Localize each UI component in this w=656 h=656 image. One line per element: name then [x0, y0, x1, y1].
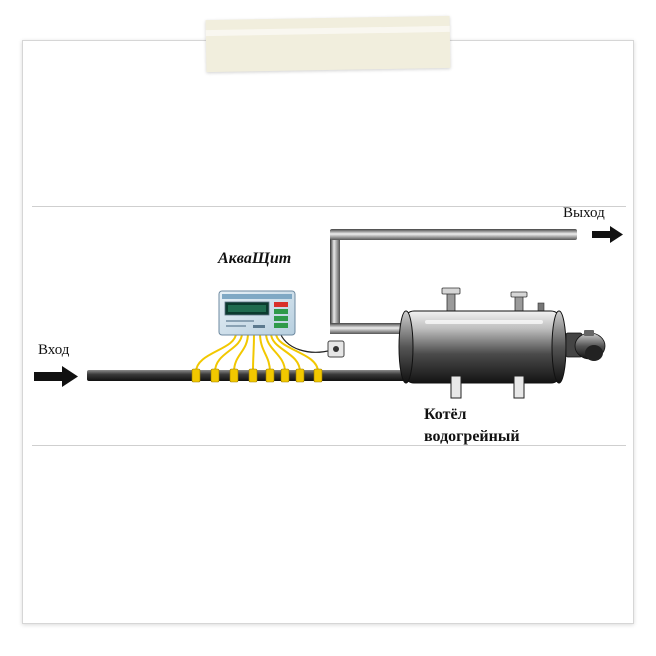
power-socket-icon	[278, 329, 345, 358]
device-label: АкваЩит	[218, 250, 292, 267]
sensor-wires	[195, 332, 319, 373]
inlet-pipe	[87, 370, 409, 381]
boiler	[398, 287, 567, 399]
inlet-arrow-icon	[34, 366, 78, 387]
burner-icon	[565, 330, 606, 361]
pipe-sensors	[191, 368, 323, 383]
boiler-label: Котёл водогрейный	[424, 404, 520, 448]
inlet-label: Вход	[38, 342, 70, 358]
aquashchit-device	[218, 290, 296, 336]
boiler-label-line2: водогрейный	[424, 428, 520, 445]
boiler-label-line1: Котёл	[424, 406, 467, 423]
outlet-pipe	[330, 229, 577, 334]
outlet-label: Выход	[563, 205, 605, 221]
outlet-arrow-icon	[592, 226, 623, 243]
